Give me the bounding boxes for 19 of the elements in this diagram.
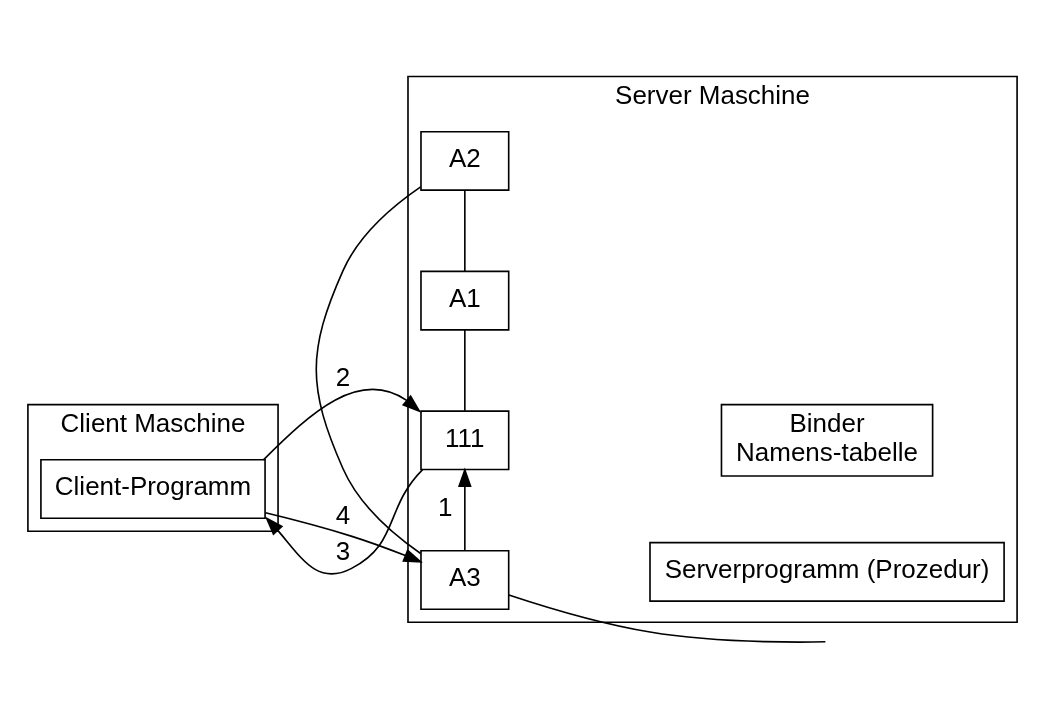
node-box: Binder Namens-tabelle xyxy=(720,403,934,477)
edge-label: 2 xyxy=(335,362,351,393)
node-box: 111 xyxy=(420,410,510,471)
connector xyxy=(464,189,466,272)
connector xyxy=(464,329,466,412)
connector xyxy=(315,186,422,555)
node-box: A1 xyxy=(420,270,510,331)
arrow xyxy=(265,468,424,575)
edge-label: 4 xyxy=(335,500,351,531)
node-box: A3 xyxy=(420,549,510,611)
node-box: A2 xyxy=(420,130,510,191)
node-box: Serverprogramm (Prozedur) xyxy=(649,541,1005,602)
arrow xyxy=(262,388,422,461)
arrow xyxy=(264,512,423,563)
edge-label: 1 xyxy=(438,492,453,523)
arrow xyxy=(458,467,472,552)
edge-label: 3 xyxy=(335,536,351,567)
node-box: Client-Programm xyxy=(40,459,266,520)
connector xyxy=(508,594,827,643)
